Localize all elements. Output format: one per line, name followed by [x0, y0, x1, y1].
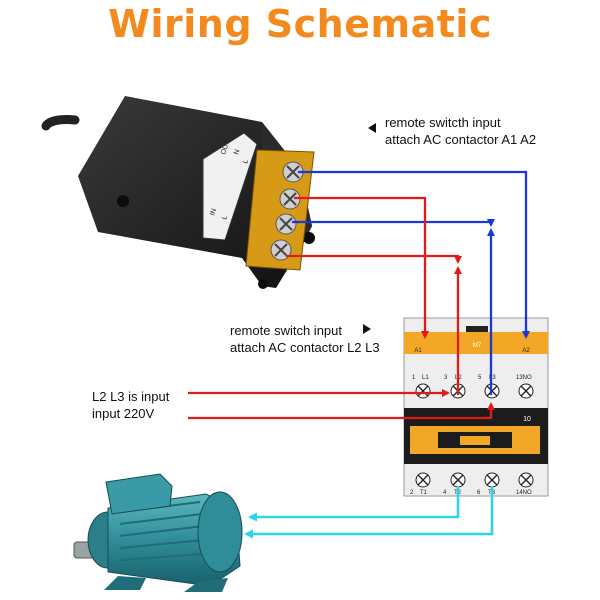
- terminal-label-plate: [202, 132, 258, 241]
- motor-foot: [184, 578, 228, 592]
- terminal-number: 6: [477, 490, 481, 496]
- terminal-labels: OUT N L IN L N: [209, 139, 250, 227]
- blue-wire-junction: [292, 219, 495, 227]
- note-power-input: L2 L3 is input input 220V: [92, 388, 169, 422]
- label-l: L: [242, 159, 250, 165]
- terminal-number: 3: [444, 375, 448, 381]
- label-out: OUT: [220, 139, 231, 156]
- terminal-label-l1: L1: [422, 375, 429, 381]
- ac-contactor: M7 A1 A2 1 L1 3 L2 5 L3 13NO 10: [403, 317, 549, 497]
- led-indicator-icon: [117, 195, 129, 207]
- terminal-screw-icon: [450, 472, 466, 488]
- motor-rear-cover: [197, 491, 243, 573]
- cyan-wire-t2: [248, 486, 460, 522]
- contactor-model: M7: [473, 343, 482, 349]
- wires: [188, 170, 530, 539]
- terminal-number: 5: [478, 375, 482, 381]
- mounting-hole-icon: [303, 232, 315, 244]
- label-l: L: [221, 215, 229, 221]
- label-in: IN: [209, 208, 218, 217]
- note-line: attach AC contactor L2 L3: [230, 340, 380, 355]
- terminal-screw-icon: [518, 472, 534, 488]
- pointer-right-icon: [363, 324, 371, 334]
- screw-icon: [275, 213, 297, 235]
- terminal-screws: [270, 161, 304, 261]
- terminal-label-a1: A1: [414, 348, 422, 354]
- contactor-actuator-tab: [460, 436, 490, 445]
- note-line: remote switcth input: [385, 115, 501, 130]
- terminal-label-t1: T1: [420, 490, 428, 496]
- aux-block-label: 10: [523, 416, 531, 423]
- power-cable: [41, 115, 80, 131]
- terminal-screw-icon: [415, 383, 431, 399]
- terminal-number: 2: [410, 490, 414, 496]
- terminal-screw-icon: [415, 472, 431, 488]
- terminal-screw-icon: [484, 472, 500, 488]
- aux-block: [516, 410, 538, 424]
- label-n: N: [233, 149, 241, 156]
- terminal-number: 4: [443, 490, 447, 496]
- motor-terminal-box: [105, 473, 173, 515]
- cyan-wire-t3: [244, 486, 494, 539]
- note-line: input 220V: [92, 406, 155, 421]
- red-wire-junction: [286, 254, 462, 264]
- pointer-left-icon: [368, 123, 376, 133]
- note-line: attach AC contactor A1 A2: [385, 132, 537, 147]
- contactor-top-band: [404, 332, 548, 354]
- red-wire-a1: [294, 196, 429, 339]
- blue-wire-a2: [298, 170, 530, 339]
- note-remote-input-a1-a2: remote switcth input attach AC contactor…: [385, 114, 536, 148]
- label-n: N: [231, 220, 239, 227]
- note-line: remote switch input: [230, 323, 342, 338]
- note-line: L2 L3 is input: [92, 389, 170, 404]
- red-wire-input-l3: [188, 402, 495, 420]
- screw-icon: [282, 161, 304, 183]
- terminal-screw-icon: [518, 383, 534, 399]
- electric-motor: [73, 473, 243, 592]
- mounting-hole-icon: [258, 279, 268, 289]
- motor-foot: [104, 576, 146, 590]
- bottom-terminal-screws: [415, 472, 534, 488]
- terminal-label-a2: A2: [522, 348, 530, 354]
- terminal-label-14no: 14NO: [516, 490, 532, 496]
- terminal-number: 13NO: [516, 375, 532, 381]
- note-remote-input-l2-l3: remote switch input attach AC contactor …: [230, 322, 380, 356]
- terminal-label-l3: L3: [489, 375, 496, 381]
- contactor-slot: [466, 326, 488, 332]
- page-title: Wiring Schematic: [108, 2, 492, 46]
- terminal-number: 1: [412, 375, 416, 381]
- remote-receiver-module: OUT N L IN L N: [41, 96, 315, 289]
